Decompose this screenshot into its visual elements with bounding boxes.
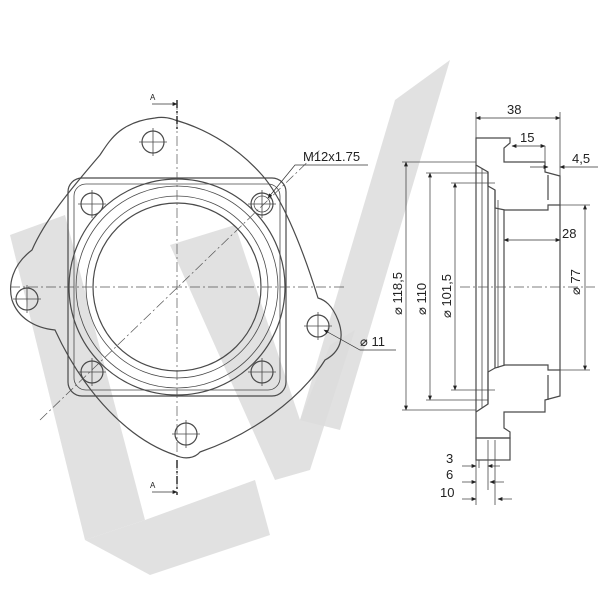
watermark-logo <box>10 60 450 575</box>
svg-text:⌀ 118,5: ⌀ 118,5 <box>390 272 405 315</box>
section-view: ⌀ 118,5 ⌀ 110 ⌀ 101,5 ⌀ 77 38 <box>390 102 598 505</box>
bolt-hole <box>78 190 106 218</box>
front-view: A A <box>10 93 396 495</box>
diameter-dimension-110: ⌀ 110 <box>414 172 488 401</box>
section-lower <box>475 364 561 439</box>
dimension-38: 38 <box>475 102 561 176</box>
section-marker-top: A <box>150 93 156 102</box>
svg-text:6: 6 <box>446 467 453 482</box>
dimension-6: 6 <box>446 467 504 484</box>
diameter-dimension-101: ⌀ 101,5 <box>439 182 495 391</box>
mount-hole-bottom <box>172 420 200 448</box>
dimension-10: 10 <box>440 485 512 501</box>
svg-text:4,5: 4,5 <box>572 151 590 166</box>
diagonal-centerline <box>39 149 321 421</box>
lower-lip <box>475 437 511 461</box>
dimension-28: 28 <box>503 226 576 242</box>
diameter-dimension-118: ⌀ 118,5 <box>390 161 476 411</box>
thread-label: M12x1.75 <box>303 149 360 164</box>
flange-outline <box>10 116 342 459</box>
bolt-hole <box>248 358 276 386</box>
mount-hole-top <box>139 128 167 156</box>
bolt-hole <box>78 358 106 386</box>
mount-hole-left <box>13 285 41 313</box>
bolt-hole-threaded <box>248 190 276 218</box>
svg-text:⌀ 110: ⌀ 110 <box>414 283 429 315</box>
svg-text:10: 10 <box>440 485 454 500</box>
diameter-dimension-77: ⌀ 77 <box>560 204 590 371</box>
mount-hole-right <box>304 312 332 340</box>
hole-diameter-label: ⌀ 11 <box>360 334 385 349</box>
svg-text:15: 15 <box>520 130 534 145</box>
svg-text:38: 38 <box>507 102 521 117</box>
dimension-15: 15 <box>509 130 546 162</box>
dimension-4-5: 4,5 <box>530 151 598 169</box>
svg-text:28: 28 <box>562 226 576 241</box>
svg-text:⌀ 101,5: ⌀ 101,5 <box>439 274 454 318</box>
svg-text:⌀ 77: ⌀ 77 <box>568 269 583 295</box>
svg-text:3: 3 <box>446 451 453 466</box>
section-marker-bottom: A <box>150 481 156 490</box>
